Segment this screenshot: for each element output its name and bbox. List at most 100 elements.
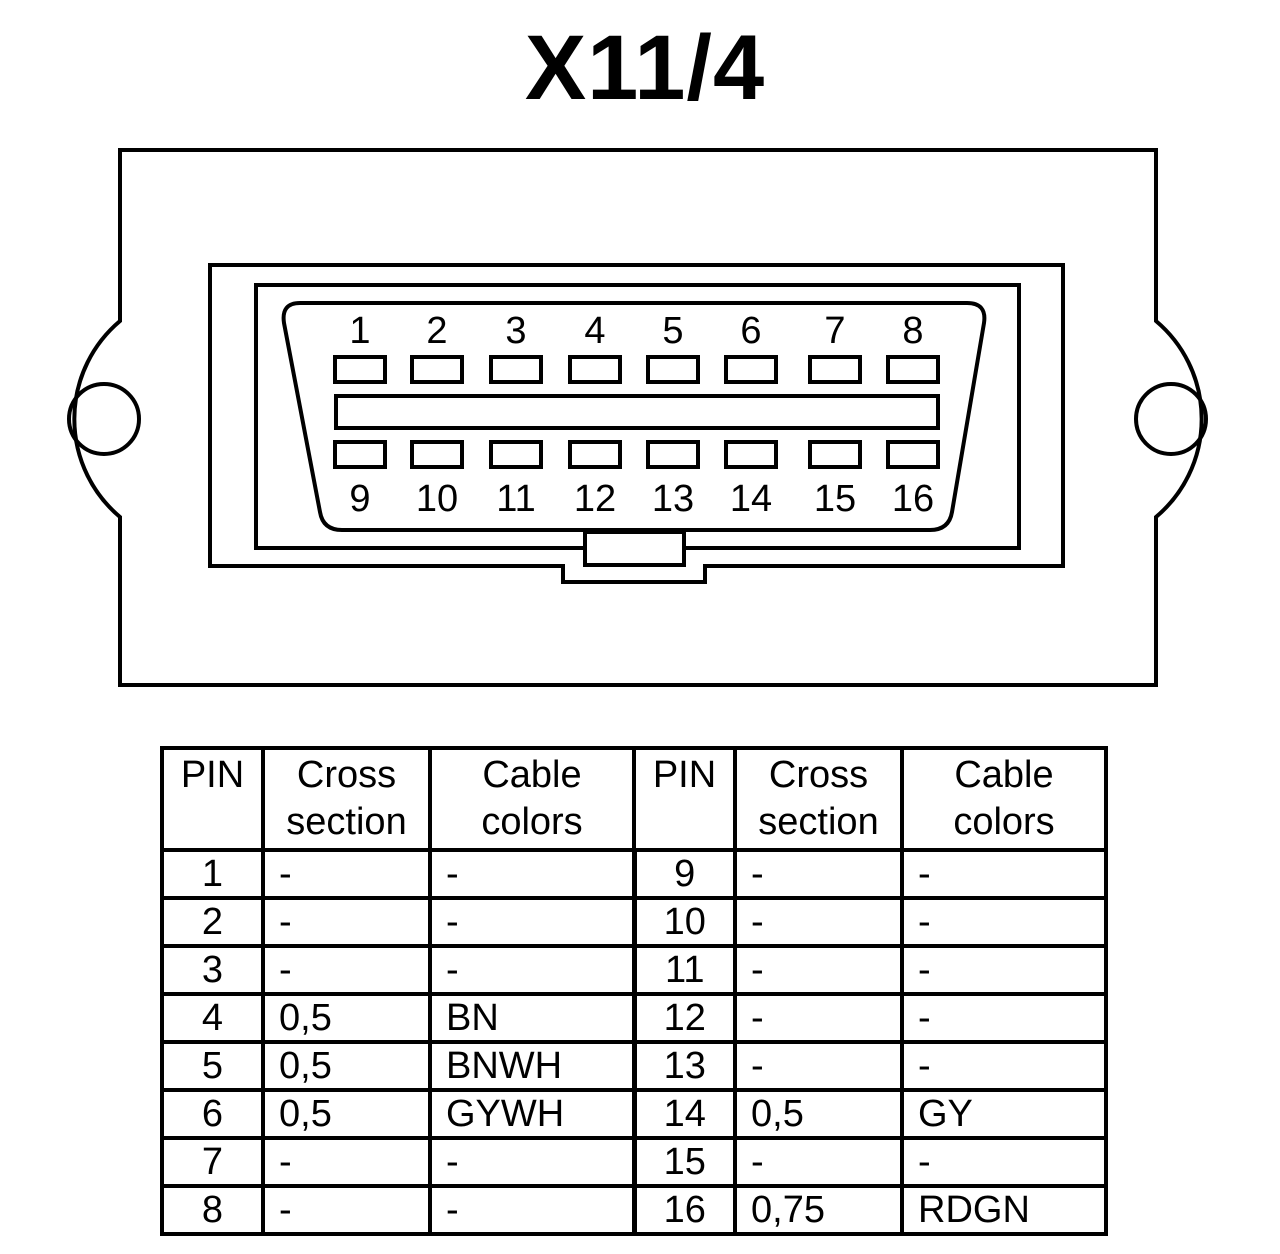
- pin-contact-1: [333, 355, 387, 384]
- pin-number-label: 2: [426, 310, 447, 352]
- pin-number-label: 1: [349, 310, 370, 352]
- cross-section-cell: 0,5: [733, 1088, 904, 1140]
- cross-section-cell: -: [261, 1184, 432, 1236]
- pin-number-label: 3: [505, 310, 526, 352]
- cross-section-cell: -: [261, 1136, 432, 1188]
- cable-color-cell: BNWH: [428, 1040, 636, 1092]
- connector-title: X11/4: [524, 17, 766, 119]
- pin-cell: 13: [631, 1040, 737, 1092]
- cable-color-cell: -: [900, 1040, 1108, 1092]
- cable-color-cell: -: [900, 992, 1108, 1044]
- cable-color-cell: GY: [900, 1088, 1108, 1140]
- socket-key-tab: [583, 530, 686, 567]
- pin-number-label: 7: [824, 310, 845, 352]
- pin-cell: 10: [631, 896, 737, 948]
- cable-color-cell: RDGN: [900, 1184, 1108, 1236]
- pin-cell: 8: [160, 1184, 265, 1236]
- cable-color-cell: -: [900, 1136, 1108, 1188]
- cross-section-cell: -: [733, 992, 904, 1044]
- cable-color-cell: -: [900, 848, 1108, 900]
- pin-contact-10: [410, 440, 464, 469]
- pin-cell: 2: [160, 896, 265, 948]
- pin-number-label: 12: [574, 478, 616, 520]
- pin-cell: 16: [631, 1184, 737, 1236]
- pin-number-label: 9: [349, 478, 370, 520]
- cable-color-cell: -: [428, 896, 636, 948]
- pin-number-label: 16: [892, 478, 934, 520]
- left-mounting-hole: [67, 382, 141, 456]
- pin-contact-8: [886, 355, 940, 384]
- cross-section-cell: -: [261, 896, 432, 948]
- table-row: 3--11--: [160, 944, 1108, 996]
- cross-section-cell: 0,5: [261, 992, 432, 1044]
- pin-cell: 9: [631, 848, 737, 900]
- socket-outer-frame: [208, 263, 1065, 584]
- pin-cell: 7: [160, 1136, 265, 1188]
- pin-number-label: 13: [652, 478, 694, 520]
- pin-contact-7: [808, 355, 862, 384]
- cable-color-cell: GYWH: [428, 1088, 636, 1140]
- pin-contact-13: [646, 440, 700, 469]
- mounting-flange-outline: [72, 148, 1204, 687]
- pin-number-label: 5: [662, 310, 683, 352]
- cable-color-cell: -: [428, 1184, 636, 1236]
- pin-number-label: 15: [814, 478, 856, 520]
- pin-contact-3: [489, 355, 543, 384]
- pin-cell: 3: [160, 944, 265, 996]
- cable-color-cell: -: [428, 1136, 636, 1188]
- cross-section-cell: -: [733, 1040, 904, 1092]
- header-pin: PIN: [160, 746, 265, 852]
- pin-cell: 12: [631, 992, 737, 1044]
- pin-contact-2: [410, 355, 464, 384]
- pin-contact-11: [489, 440, 543, 469]
- pin-number-label: 11: [496, 478, 535, 520]
- table-row: 7--15--: [160, 1136, 1108, 1188]
- cross-section-cell: -: [261, 848, 432, 900]
- cable-color-cell: -: [900, 944, 1108, 996]
- cross-section-cell: -: [733, 944, 904, 996]
- cross-section-cell: 0,5: [261, 1088, 432, 1140]
- pin-contact-16: [886, 440, 940, 469]
- pin-cell: 11: [631, 944, 737, 996]
- pin-contact-15: [808, 440, 862, 469]
- pin-contact-6: [724, 355, 778, 384]
- table-row: 1--9--: [160, 848, 1108, 900]
- pin-cell: 5: [160, 1040, 265, 1092]
- pin-cell: 15: [631, 1136, 737, 1188]
- pin-contact-5: [646, 355, 700, 384]
- cross-section-cell: 0,75: [733, 1184, 904, 1236]
- cable-color-cell: -: [428, 944, 636, 996]
- pin-number-label: 6: [740, 310, 761, 352]
- cable-color-cell: -: [900, 896, 1108, 948]
- pin-contact-12: [568, 440, 622, 469]
- pin-contact-9: [333, 440, 387, 469]
- cross-section-cell: -: [733, 896, 904, 948]
- header-pin: PIN: [632, 746, 737, 852]
- pin-number-label: 10: [416, 478, 458, 520]
- cable-color-cell: -: [428, 848, 636, 900]
- cross-section-cell: -: [733, 1136, 904, 1188]
- pin-cell: 14: [631, 1088, 737, 1140]
- center-contact-bar: [334, 394, 940, 430]
- pin-contact-14: [724, 440, 778, 469]
- pin-insert-outline: [281, 301, 987, 532]
- right-mounting-hole: [1134, 382, 1208, 456]
- pin-cell: 6: [160, 1088, 265, 1140]
- pin-number-label: 8: [902, 310, 923, 352]
- table-row: 2--10--: [160, 896, 1108, 948]
- cable-color-cell: BN: [428, 992, 636, 1044]
- cross-section-cell: -: [733, 848, 904, 900]
- pin-number-label: 14: [730, 478, 772, 520]
- pin-contact-4: [568, 355, 622, 384]
- pin-cell: 4: [160, 992, 265, 1044]
